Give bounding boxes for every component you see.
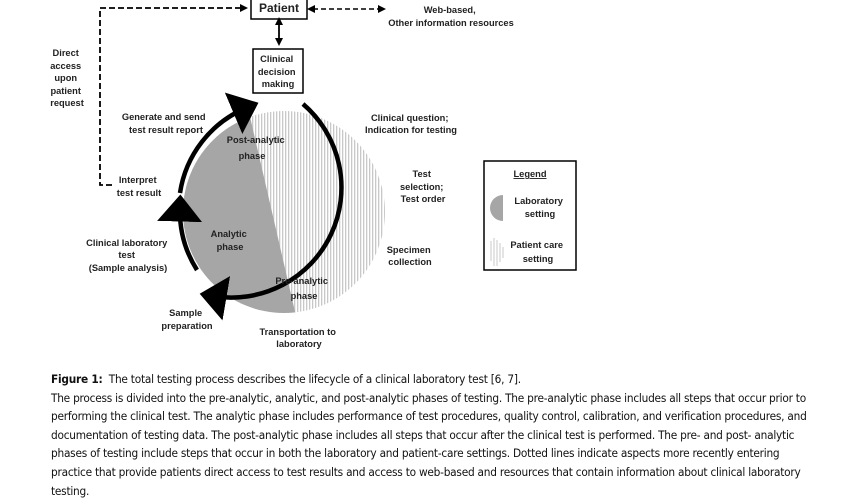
cycle-arrows — [157, 92, 344, 321]
step-clinical-lab-test: Clinical laboratory test (Sample analysi… — [86, 238, 170, 273]
legend-patient-care-swatch — [490, 238, 504, 266]
pre-analytic-phase-label: Pre-analytic phase — [275, 276, 330, 301]
step-sample-preparation: Sample preparation — [161, 308, 212, 331]
legend: Legend Laboratory setting Patient care s… — [483, 160, 577, 271]
patient-label: Patient — [259, 1, 299, 15]
analytic-phase-label: Analytic phase — [211, 229, 250, 252]
arrow-analytic — [157, 194, 203, 272]
arrow-post-analytic — [177, 92, 259, 194]
step-interpret: Interpret test result — [117, 175, 161, 198]
total-testing-process-diagram: Patient Clinical decision making Web-bas… — [50, 0, 577, 349]
post-analytic-phase-label: Post-analytic phase — [227, 135, 287, 161]
step-clinical-question: Clinical question; Indication for testin… — [365, 113, 457, 135]
figure-description: The process is divided into the pre-anal… — [51, 391, 807, 498]
step-transportation: Transportation to laboratory — [259, 327, 338, 349]
figure-caption: Figure 1: The total testing process desc… — [51, 371, 816, 501]
direct-access-label: Direct access upon patient request — [50, 48, 84, 108]
step-generate-report: Generate and send test result report — [122, 112, 208, 135]
legend-title: Legend — [513, 169, 546, 179]
legend-laboratory-label: Laboratory setting — [514, 196, 565, 219]
legend-laboratory-swatch — [490, 195, 503, 221]
web-resources-label: Web-based, Other information resources — [388, 5, 514, 28]
step-specimen-collection: Specimen collection — [387, 245, 434, 267]
figure-title: The total testing process describes the … — [108, 373, 521, 386]
step-test-selection: Test selection; Test order — [400, 169, 446, 204]
laboratory-region — [183, 111, 296, 313]
clinical-decision-label: Clinical decision making — [258, 54, 298, 89]
clinical-decision-box — [252, 48, 304, 94]
direct-access-dashed-line — [99, 4, 248, 186]
figure-label: Figure 1: — [51, 373, 103, 386]
arrow-pre-analytic — [199, 102, 344, 321]
legend-patient-care-label: Patient care setting — [510, 240, 565, 264]
